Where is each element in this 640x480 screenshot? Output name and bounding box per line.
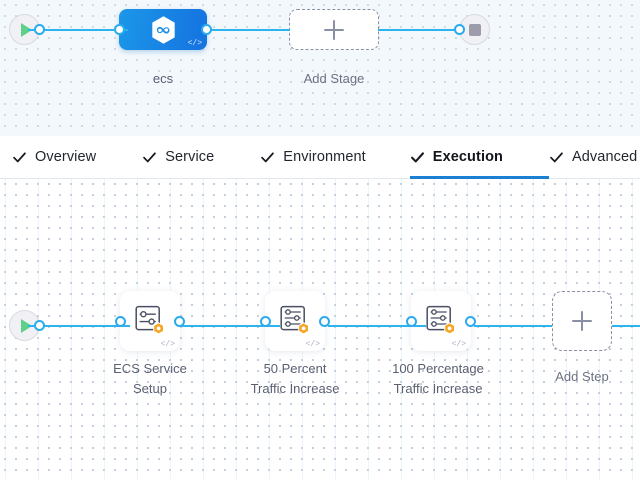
tab-label: Execution bbox=[432, 149, 503, 165]
start-node-port[interactable] bbox=[34, 24, 45, 35]
step-card-label: 100 Percentage Traffic Increase bbox=[392, 361, 484, 396]
orange-hexagon-icon bbox=[444, 322, 455, 335]
step-output-port[interactable] bbox=[174, 316, 185, 327]
stage-canvas[interactable]: </> ecs Add Stage bbox=[0, 0, 640, 136]
stage-card-label: ecs bbox=[152, 71, 174, 86]
plus-icon bbox=[572, 311, 592, 331]
tab-label: Service bbox=[165, 149, 215, 165]
start-node-port[interactable] bbox=[34, 320, 45, 331]
orange-hexagon-icon bbox=[298, 322, 309, 335]
orange-hexagon-icon bbox=[153, 322, 164, 335]
execution-start-node[interactable] bbox=[9, 310, 45, 341]
check-icon bbox=[142, 150, 157, 165]
edge-step-1-to-step-2 bbox=[182, 325, 280, 327]
stage-start-node[interactable] bbox=[9, 14, 45, 45]
step-input-port[interactable] bbox=[260, 316, 271, 327]
step-card-ecs-service-setup[interactable]: </> bbox=[115, 291, 185, 351]
tab-label: Overview bbox=[35, 149, 97, 165]
edge-step-3-to-add bbox=[474, 325, 552, 327]
harness-hexagon-icon bbox=[151, 15, 175, 44]
step-config-icon bbox=[426, 305, 455, 335]
step-config-icon bbox=[135, 305, 164, 335]
add-stage-label: Add Stage bbox=[303, 71, 365, 86]
execution-steps-canvas[interactable]: </> ECS Service Setup </> bbox=[0, 179, 640, 480]
step-output-port[interactable] bbox=[319, 316, 330, 327]
tab-advanced[interactable]: Advanced bbox=[549, 136, 637, 179]
edge-stage-to-add bbox=[206, 29, 290, 31]
check-icon bbox=[260, 150, 275, 165]
edge-start-to-stage bbox=[28, 29, 128, 31]
step-output-port[interactable] bbox=[465, 316, 476, 327]
tab-execution[interactable]: Execution bbox=[409, 136, 550, 179]
add-step-label: Add Step bbox=[555, 369, 609, 384]
code-badge: </> bbox=[160, 340, 175, 349]
step-config-icon bbox=[280, 305, 309, 335]
code-badge: </> bbox=[305, 340, 320, 349]
code-badge: </> bbox=[451, 340, 466, 349]
stop-icon bbox=[468, 23, 481, 36]
tab-overview[interactable]: Overview bbox=[0, 136, 142, 179]
stage-card-output-port[interactable] bbox=[201, 24, 212, 35]
stage-card-ecs[interactable]: </> bbox=[114, 9, 212, 50]
check-icon bbox=[12, 150, 27, 165]
step-card-label: ECS Service Setup bbox=[113, 361, 187, 396]
tab-environment[interactable]: Environment bbox=[260, 136, 410, 179]
edge-step-2-to-step-3 bbox=[328, 325, 426, 327]
tab-label: Environment bbox=[283, 149, 366, 165]
step-card-100-percentage-traffic-increase[interactable]: </> bbox=[406, 291, 476, 351]
check-icon bbox=[549, 150, 564, 165]
tab-label: Advanced bbox=[572, 149, 638, 165]
step-card-50-percent-traffic-increase[interactable]: </> bbox=[260, 291, 330, 351]
plus-icon bbox=[324, 19, 344, 40]
play-icon bbox=[20, 22, 32, 37]
edge-add-step-outgoing bbox=[612, 325, 640, 327]
edge-start-to-step-1 bbox=[28, 325, 130, 327]
end-node-port[interactable] bbox=[454, 24, 465, 35]
step-card-label: 50 Percent Traffic Increase bbox=[250, 361, 340, 396]
play-icon bbox=[20, 318, 32, 333]
check-icon bbox=[410, 150, 425, 165]
step-input-port[interactable] bbox=[115, 316, 126, 327]
start-node-circle bbox=[9, 14, 40, 45]
tab-service[interactable]: Service bbox=[142, 136, 260, 179]
add-stage-button[interactable] bbox=[289, 9, 379, 50]
code-badge: </> bbox=[187, 39, 202, 48]
edge-add-to-end bbox=[378, 29, 462, 31]
add-step-button[interactable] bbox=[552, 291, 612, 351]
stage-end-node[interactable] bbox=[454, 14, 490, 45]
stage-card-input-port[interactable] bbox=[114, 24, 125, 35]
step-input-port[interactable] bbox=[406, 316, 417, 327]
stage-config-tabs: Overview Service Environment Execution A… bbox=[0, 136, 640, 179]
